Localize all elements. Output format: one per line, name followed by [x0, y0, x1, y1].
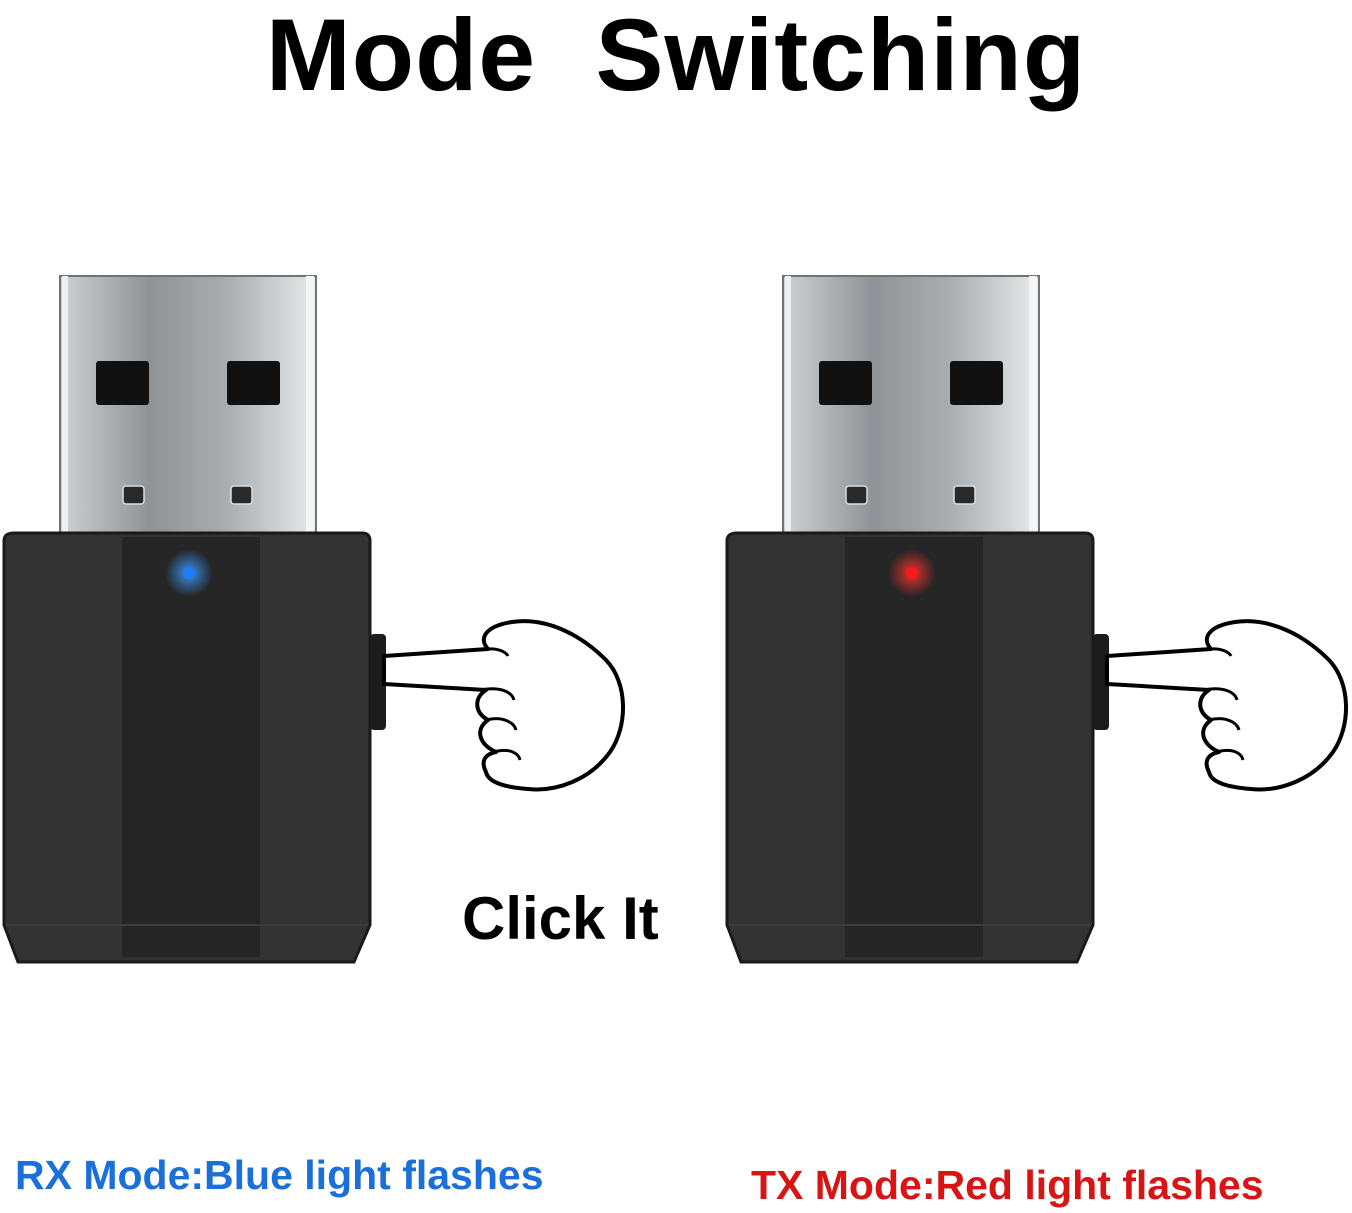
rx-mode-caption: RX Mode:Blue light flashes	[15, 1152, 544, 1198]
tx-pointing-hand-icon	[1105, 619, 1349, 792]
rx-led-icon	[183, 567, 195, 579]
rx-adapter-icon	[2, 274, 388, 964]
tx-led-icon	[906, 567, 918, 579]
tx-mode-caption: TX Mode:Red light flashes	[751, 1162, 1264, 1208]
rx-pointing-hand-icon	[382, 619, 626, 792]
page-title: Mode Switching	[265, 0, 1087, 112]
tx-adapter-icon	[725, 274, 1111, 964]
click-it-label: Click It	[462, 885, 659, 952]
